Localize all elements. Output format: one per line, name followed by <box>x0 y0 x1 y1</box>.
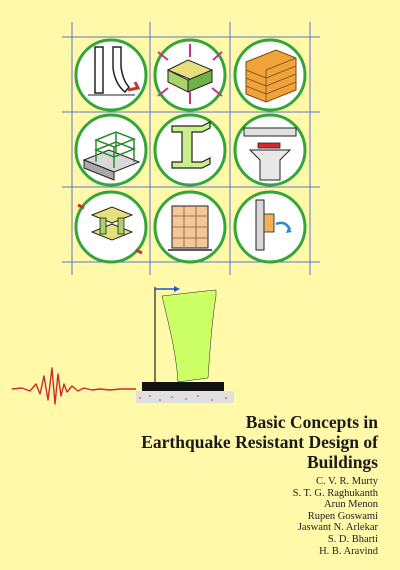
blue-grid <box>62 22 320 275</box>
title-line-3: Buildings <box>306 452 378 472</box>
author-name: C. V. R. Murty <box>315 476 378 487</box>
shear-wall-coupling-icon <box>74 190 148 264</box>
author-name: S. D. Bharti <box>327 533 378 545</box>
rebar-cage-icon <box>74 113 148 187</box>
icon-grid <box>74 38 307 264</box>
wall-rotation-icon <box>233 190 307 264</box>
author-name: S. T. G. Raghukanth <box>292 487 378 499</box>
author-name: Rupen Goswami <box>307 510 378 522</box>
masonry-frame-icon <box>153 190 227 264</box>
building-shaking-illustration <box>11 286 234 405</box>
seismogram-trace <box>11 367 136 405</box>
author-name: Jaswant N. Arlekar <box>297 522 378 534</box>
steel-i-beam-icon <box>153 113 227 187</box>
author-name: H. B. Aravind <box>319 545 378 557</box>
title-line-2: Earthquake Resistant Design of <box>141 432 378 452</box>
title-line-1: Basic Concepts in <box>245 412 378 432</box>
author-list: C. V. R. Murty S. T. G. Raghukanth Arun … <box>293 476 378 557</box>
column-bending-icon <box>74 38 148 112</box>
pier-bearing-icon <box>233 113 307 187</box>
brick-wall-icon <box>233 38 307 112</box>
author-name: Arun Menon <box>324 499 378 511</box>
soil-shear-block-icon <box>153 38 227 112</box>
